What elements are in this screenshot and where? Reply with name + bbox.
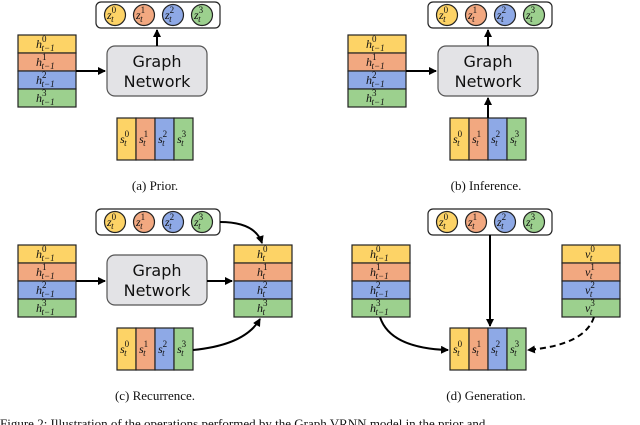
svg-text:s0t: s0t (120, 129, 130, 148)
graph-network-line1: Graph (463, 52, 512, 71)
svg-text:z2t: z2t (496, 212, 506, 231)
caption-generation: (d) Generation. (446, 388, 525, 403)
svg-text:s1t: s1t (472, 129, 481, 148)
svg-text:v2t: v2t (585, 280, 595, 299)
figure-caption-footer: Figure 2: Illustration of the operations… (0, 416, 486, 425)
svg-text:h3t: h3t (257, 298, 268, 317)
graph-network-line2: Network (124, 72, 192, 91)
svg-text:s1t: s1t (139, 339, 148, 358)
svg-text:v1t: v1t (585, 262, 595, 281)
graph-network-line1: Graph (132, 52, 181, 71)
z-node-0 (103, 3, 127, 27)
svg-text:s3t: s3t (510, 129, 520, 148)
svg-text:s2t: s2t (491, 129, 500, 148)
svg-text:v0t: v0t (585, 244, 595, 263)
graph-network-line2: Network (455, 72, 523, 91)
svg-text:z2t: z2t (164, 212, 174, 231)
svg-text:z1t: z1t (467, 5, 477, 24)
svg-text:z3t: z3t (525, 5, 536, 24)
caption-inference: (b) Inference. (451, 178, 522, 193)
svg-text:s1t: s1t (472, 339, 481, 358)
z-node-1 (132, 3, 156, 27)
caption-recurrence: (c) Recurrence. (115, 388, 195, 403)
svg-text:z1t: z1t (467, 212, 477, 231)
svg-text:v3t: v3t (585, 298, 595, 317)
svg-text:z0t: z0t (438, 5, 449, 24)
svg-text:h0t: h0t (257, 244, 268, 263)
svg-text:s3t: s3t (510, 339, 520, 358)
svg-text:s2t: s2t (158, 339, 167, 358)
z-node-2 (161, 3, 185, 27)
svg-text:s0t: s0t (453, 129, 463, 148)
svg-text:s0t: s0t (120, 339, 130, 358)
svg-text:z2t: z2t (496, 5, 506, 24)
svg-text:h1t: h1t (257, 262, 268, 281)
svg-text:s2t: s2t (491, 339, 500, 358)
svg-text:z1t: z1t (135, 212, 145, 231)
z-group-box (95, 1, 221, 29)
svg-text:z0t: z0t (438, 212, 449, 231)
svg-text:s1t: s1t (139, 129, 148, 148)
svg-text:s3t: s3t (177, 129, 187, 148)
z-group-box (427, 1, 553, 29)
z-node-3 (190, 3, 214, 27)
svg-text:s3t: s3t (177, 339, 187, 358)
graph-network-line1: Graph (132, 261, 181, 280)
graph-network-line2: Network (124, 281, 192, 300)
svg-text:h2t: h2t (257, 280, 268, 299)
caption-prior: (a) Prior. (132, 178, 178, 193)
svg-text:s2t: s2t (158, 129, 167, 148)
svg-text:z3t: z3t (193, 212, 204, 231)
svg-text:z0t: z0t (106, 212, 117, 231)
svg-text:z3t: z3t (525, 212, 536, 231)
svg-text:s0t: s0t (453, 339, 463, 358)
